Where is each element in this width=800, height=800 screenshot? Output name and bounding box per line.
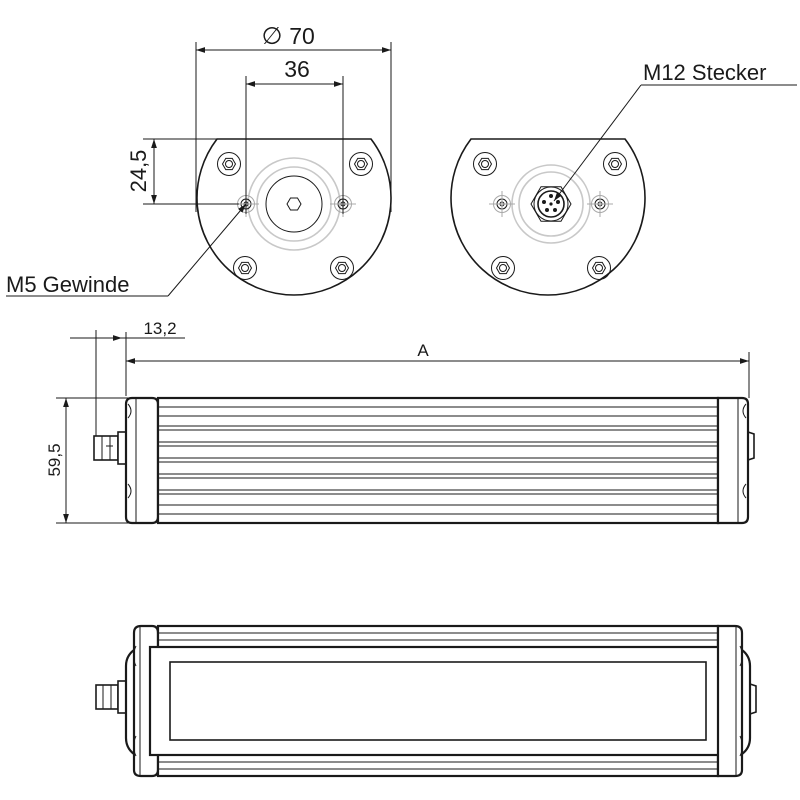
aluminium-profile bbox=[156, 396, 720, 525]
end-view-connector-side bbox=[450, 138, 646, 296]
bolt-head bbox=[603, 152, 627, 176]
center-height-dimension: 24,5 bbox=[126, 138, 239, 205]
m12-connector-face bbox=[511, 164, 591, 244]
end-plate-outline bbox=[450, 138, 646, 296]
m12-connector-front bbox=[95, 680, 127, 714]
center-boss bbox=[247, 157, 341, 251]
side-view: A 13,2 59,5 bbox=[45, 319, 755, 525]
end-view-mounting-side bbox=[196, 138, 392, 296]
bolt-head bbox=[473, 152, 497, 176]
m12-connector-side bbox=[93, 431, 127, 465]
connector-callout: M12 Stecker bbox=[553, 60, 797, 202]
diameter-symbol: ∅ bbox=[262, 23, 283, 50]
length-dimension: A bbox=[125, 332, 750, 398]
right-end-cap bbox=[716, 624, 757, 778]
m5-thread-hole bbox=[586, 190, 614, 218]
thread-callout-label: M5 Gewinde bbox=[6, 272, 130, 297]
light-window-frame bbox=[148, 645, 728, 757]
connector-length-dimension: 13,2 bbox=[70, 319, 185, 440]
diameter-dimension: ∅ 70 bbox=[195, 23, 392, 212]
front-view bbox=[95, 624, 757, 778]
light-window bbox=[169, 661, 707, 741]
connector-length-value: 13,2 bbox=[143, 319, 176, 338]
m5-thread-hole bbox=[488, 190, 516, 218]
bolt-head bbox=[587, 256, 611, 280]
bolt-head bbox=[349, 152, 373, 176]
bolt-head bbox=[217, 152, 241, 176]
center-height-value: 24,5 bbox=[126, 150, 151, 193]
bolt-head bbox=[330, 256, 354, 280]
length-value: A bbox=[417, 341, 429, 360]
aluminium-profile bbox=[148, 624, 728, 778]
hole-spacing-value: 36 bbox=[284, 56, 310, 82]
connector-callout-label: M12 Stecker bbox=[643, 60, 767, 85]
diameter-value: 70 bbox=[289, 23, 315, 49]
thread-callout: M5 Gewinde bbox=[6, 203, 247, 297]
height-dimension: 59,5 bbox=[45, 397, 132, 524]
hole-spacing-dimension: 36 bbox=[245, 56, 344, 214]
bolt-head bbox=[233, 256, 257, 280]
right-end-cap bbox=[716, 396, 755, 525]
left-end-cap bbox=[124, 396, 160, 525]
bolt-head bbox=[491, 256, 515, 280]
height-value: 59,5 bbox=[45, 443, 64, 476]
